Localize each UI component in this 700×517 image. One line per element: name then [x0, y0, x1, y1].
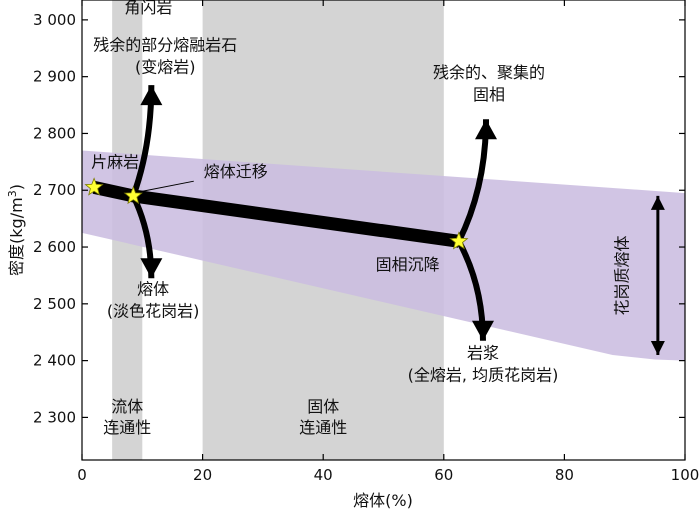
- annotation-2: 片麻岩: [91, 153, 139, 172]
- arrow-label-2: 熔体(淡色花岗岩): [107, 280, 200, 321]
- arrowhead-1: [140, 85, 163, 106]
- y-tick-label-2400: 2 400: [33, 352, 76, 370]
- y-axis-label: 密度(kg/m3): [6, 184, 26, 276]
- connectivity-zone-label-2: 固体连通性: [299, 397, 347, 437]
- arrow-label-3: 残余的、聚集的固相: [433, 63, 545, 104]
- melt-migration-leader: [139, 180, 194, 193]
- arrowhead-2: [140, 258, 163, 279]
- arrowhead-5-b: [650, 340, 665, 355]
- tick-labels: 0 20 40 60 80 100 2 300 2 400 2 500 2 600 2 700 2 8…: [33, 11, 699, 484]
- connectivity-zone-label-1: 流体连通性: [103, 397, 151, 437]
- tick-marks: [81, 0, 686, 460]
- star-marker-3: [449, 231, 469, 250]
- x-tick-label-80: 80: [555, 466, 574, 484]
- y-tick-label-2700: 2 700: [33, 181, 76, 199]
- x-axis-label: 熔体(%): [353, 491, 413, 510]
- arrowhead-4: [471, 320, 494, 341]
- plot-border: [81, 0, 686, 461]
- star-marker-1: [84, 177, 104, 196]
- arrow-label-4: 岩浆(全熔岩, 均质花岗岩): [408, 343, 559, 384]
- arrow-label-1: 残余的部分熔融岩石(变熔岩): [93, 36, 237, 77]
- y-tick-label-2600: 2 600: [33, 238, 76, 256]
- y-tick-label-2500: 2 500: [33, 295, 76, 313]
- y-tick-label-3000: 3 000: [33, 11, 76, 29]
- x-tick-label-40: 40: [314, 466, 333, 484]
- annotations: 残余的部分熔融岩石(变熔岩) 熔体(淡色花岗岩) 残余的、聚集的固相岩浆(全熔岩, …: [91, 0, 632, 384]
- annotation-4: 固相沉降: [376, 255, 440, 274]
- annotation-1: 角闪岩: [124, 0, 172, 17]
- y-tick-label-2900: 2 900: [33, 68, 76, 86]
- plot-area: 流体连通性 固体连通性: [82, 0, 685, 460]
- x-tick-label-100: 100: [671, 466, 700, 484]
- annotation-3: 熔体迁移: [204, 162, 268, 181]
- x-tick-label-20: 20: [193, 466, 212, 484]
- star-marker-2: [123, 185, 143, 205]
- arrowhead-5-a: [650, 195, 665, 210]
- x-tick-label-0: 0: [77, 466, 87, 484]
- x-tick-label-60: 60: [434, 466, 453, 484]
- y-tick-label-2800: 2 800: [33, 124, 76, 142]
- arrowhead-3: [475, 119, 498, 140]
- granite-melt-band: [82, 150, 685, 361]
- arrow-label-5: 花岗质熔体: [613, 235, 632, 315]
- axes-frame: [81, 0, 686, 461]
- y-tick-label-2300: 2 300: [33, 408, 76, 426]
